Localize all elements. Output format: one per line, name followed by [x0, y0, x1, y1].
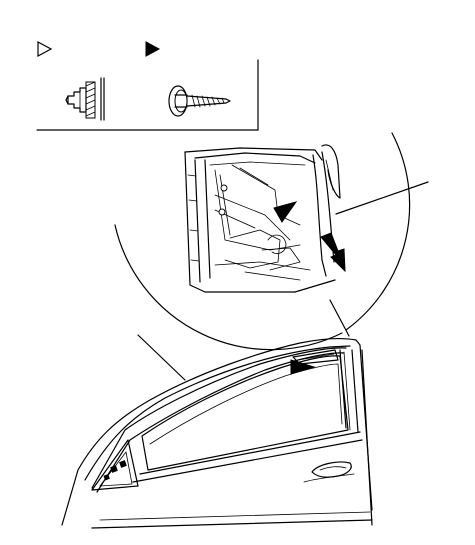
detail-circle-right-arc	[345, 132, 411, 331]
screw-location-marker	[273, 201, 298, 223]
screw-icon	[168, 85, 231, 117]
door-screw-marker	[290, 359, 316, 375]
trim-leader-line	[335, 181, 429, 215]
door-outer-edge	[61, 337, 373, 526]
door-window-glass	[141, 355, 349, 471]
clip-icon	[65, 77, 105, 121]
mirror-patch	[91, 439, 139, 491]
detail-circle-left-arc	[114, 224, 343, 351]
removal-arrow-icon	[320, 232, 346, 273]
legend-frame	[36, 59, 259, 131]
detail-view	[114, 132, 429, 351]
fastener-legend	[36, 40, 259, 131]
door-handle	[311, 461, 352, 478]
open-triangle-icon	[37, 40, 53, 58]
door	[61, 334, 373, 529]
filled-triangle-icon	[145, 41, 161, 57]
detail-panel-outline	[184, 151, 336, 293]
detail-connector-line	[329, 299, 350, 337]
sash-leader-line	[137, 334, 186, 381]
